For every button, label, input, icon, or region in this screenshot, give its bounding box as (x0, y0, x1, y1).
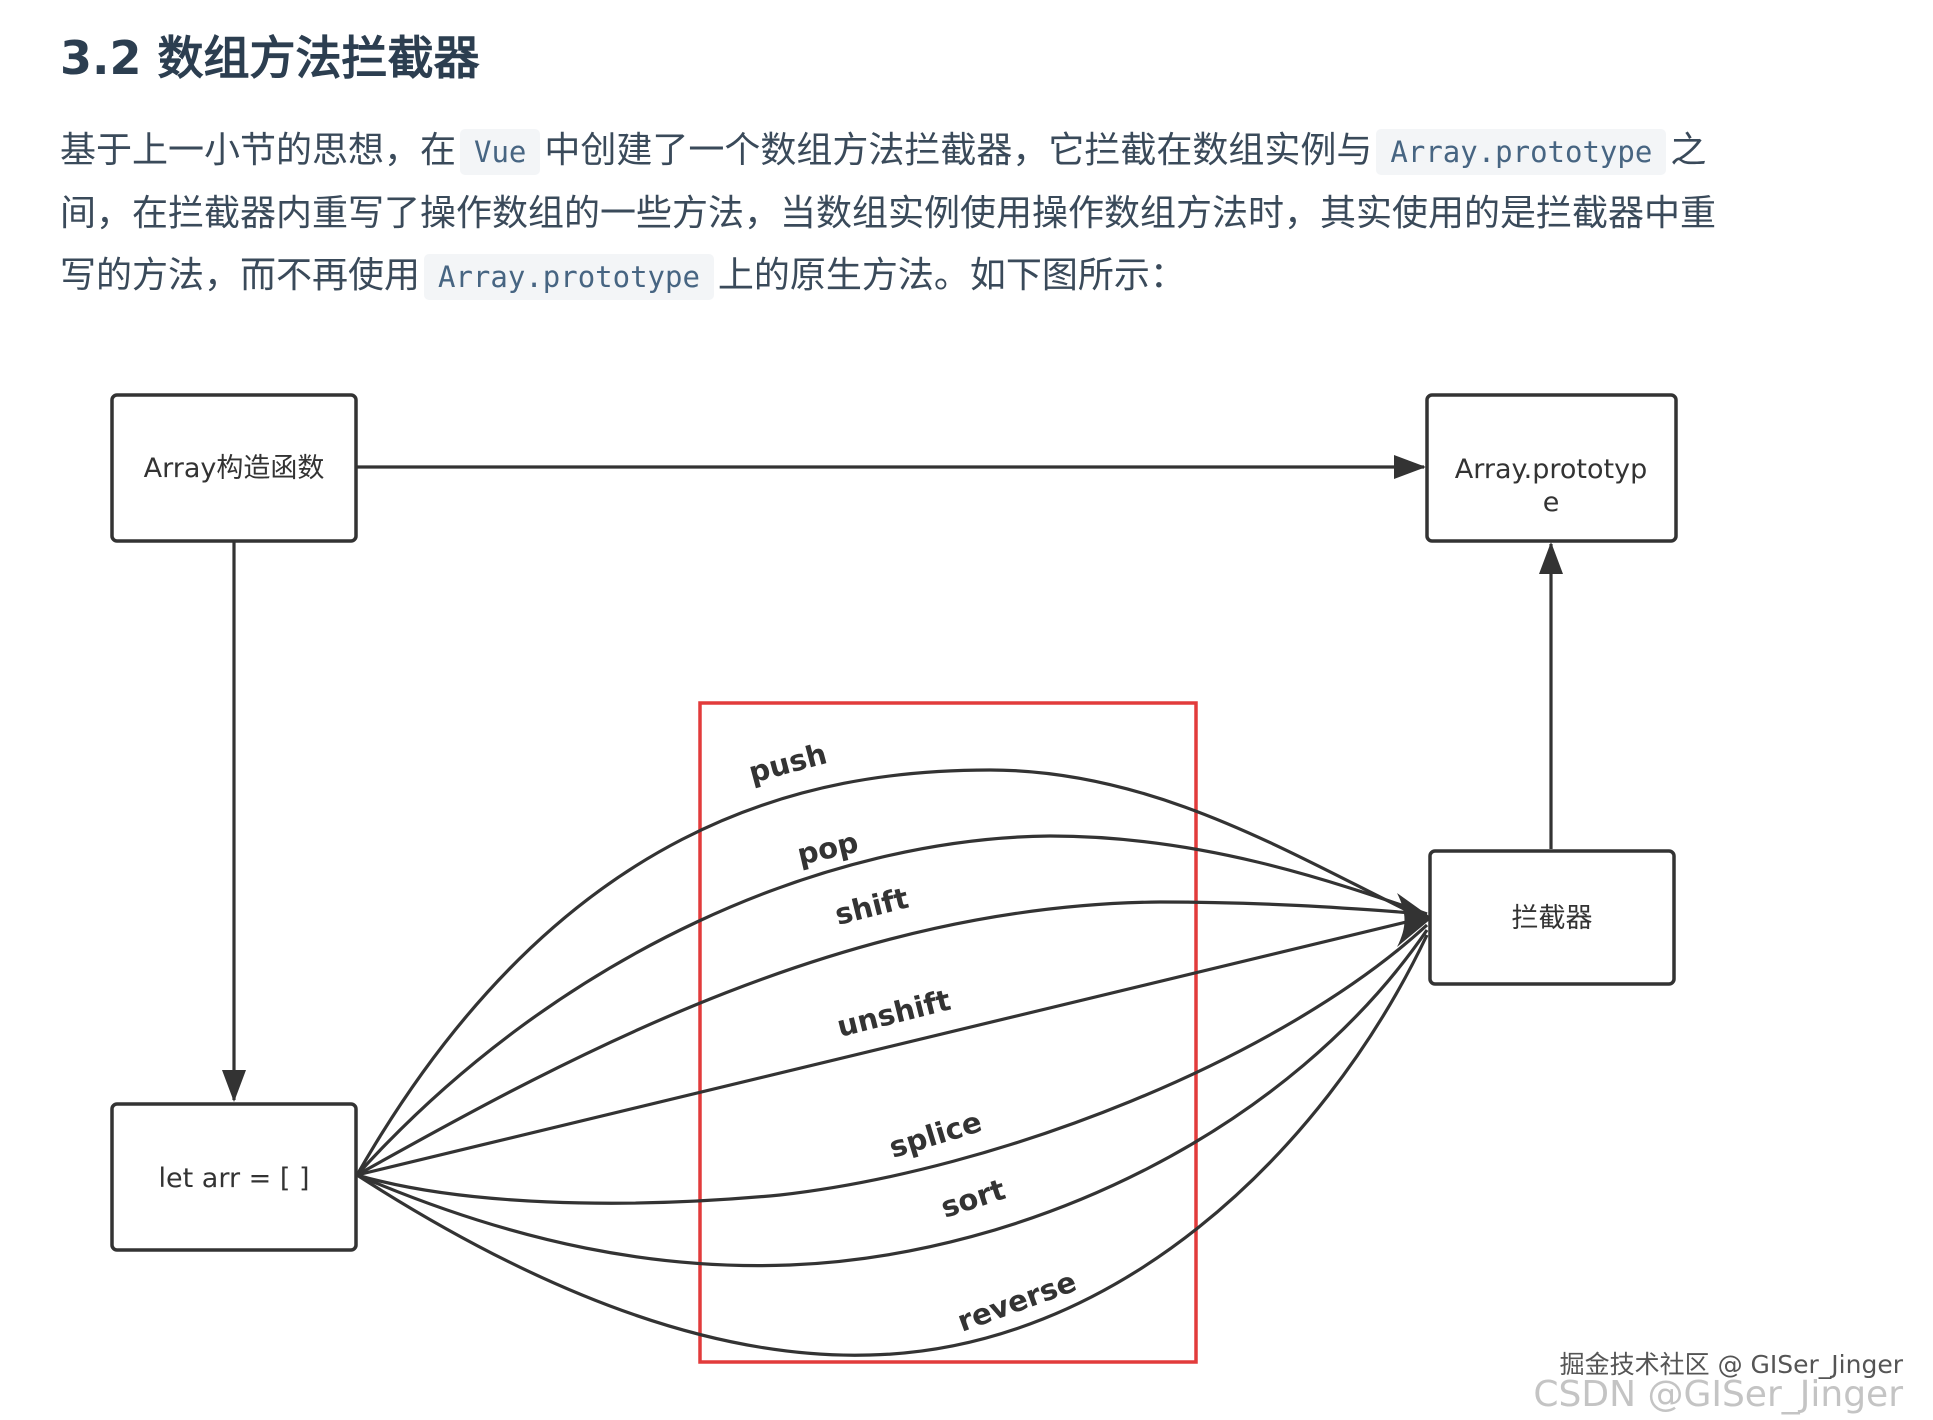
node-array-prototype-label-line2: e (1543, 487, 1560, 518)
node-arr-instance-box (110, 1102, 358, 1252)
paragraph-text-3: 之间，在拦截器内重写了操作数组的一些方法，当数组实例使用操作数组方法时，其实使用… (60, 130, 1717, 296)
edge-sort (356, 929, 1429, 1268)
node-array-prototype: Array.prototyp e (1425, 393, 1678, 543)
node-array-prototype-box (1425, 393, 1678, 543)
inline-code-vue: Vue (460, 129, 541, 175)
edge-pop (355, 834, 1428, 1177)
edge-shift (356, 900, 1428, 1177)
method-labels: push pop shift unshift splice sort rever… (745, 736, 1081, 1338)
watermark-juejin: 掘金技术社区 @ GISer_Jinger (1559, 1350, 1903, 1379)
paragraph-text-2: 中创建了一个数组方法拦截器，它拦截在数组实例与 (544, 130, 1373, 171)
node-interceptor-box (1428, 849, 1676, 986)
paragraph-text-1: 基于上一小节的思想，在 (60, 130, 457, 171)
node-array-constructor: Array构造函数 (110, 393, 358, 543)
node-array-prototype-label-line1: Array.prototyp (1455, 454, 1647, 485)
watermark: 掘金技术社区 @ GISer_Jinger CSDN @GISer_Jinger (1533, 1350, 1903, 1415)
edge-unshift (356, 915, 1428, 1177)
inline-code-array-prototype: Array.prototype (1376, 129, 1667, 175)
edge-push (355, 768, 1428, 1176)
node-array-constructor-label: Array构造函数 (144, 453, 325, 484)
edge-reverse (356, 934, 1429, 1357)
node-interceptor: 拦截器 (1428, 849, 1676, 986)
label-shift: shift (831, 881, 911, 932)
label-push: push (745, 736, 830, 789)
node-arr-instance-label: let arr = [ ] (159, 1163, 310, 1194)
edge-splice (356, 923, 1429, 1205)
label-sort: sort (937, 1172, 1010, 1225)
watermark-csdn: CSDN @GISer_Jinger (1533, 1374, 1903, 1415)
inline-code-array-prototype-2: Array.prototype (424, 254, 714, 300)
node-interceptor-label: 拦截器 (1512, 903, 1593, 934)
section-heading: 3.2 数组方法拦截器 (60, 31, 480, 85)
paragraph-text-4: 上的原生方法。如下图所示： (717, 255, 1186, 296)
node-array-constructor-box (110, 393, 358, 543)
arrow-into-interceptor (1397, 893, 1432, 947)
node-arr-instance: let arr = [ ] (110, 1102, 358, 1252)
highlight-box (698, 701, 1198, 1364)
method-edges (355, 768, 1429, 1357)
